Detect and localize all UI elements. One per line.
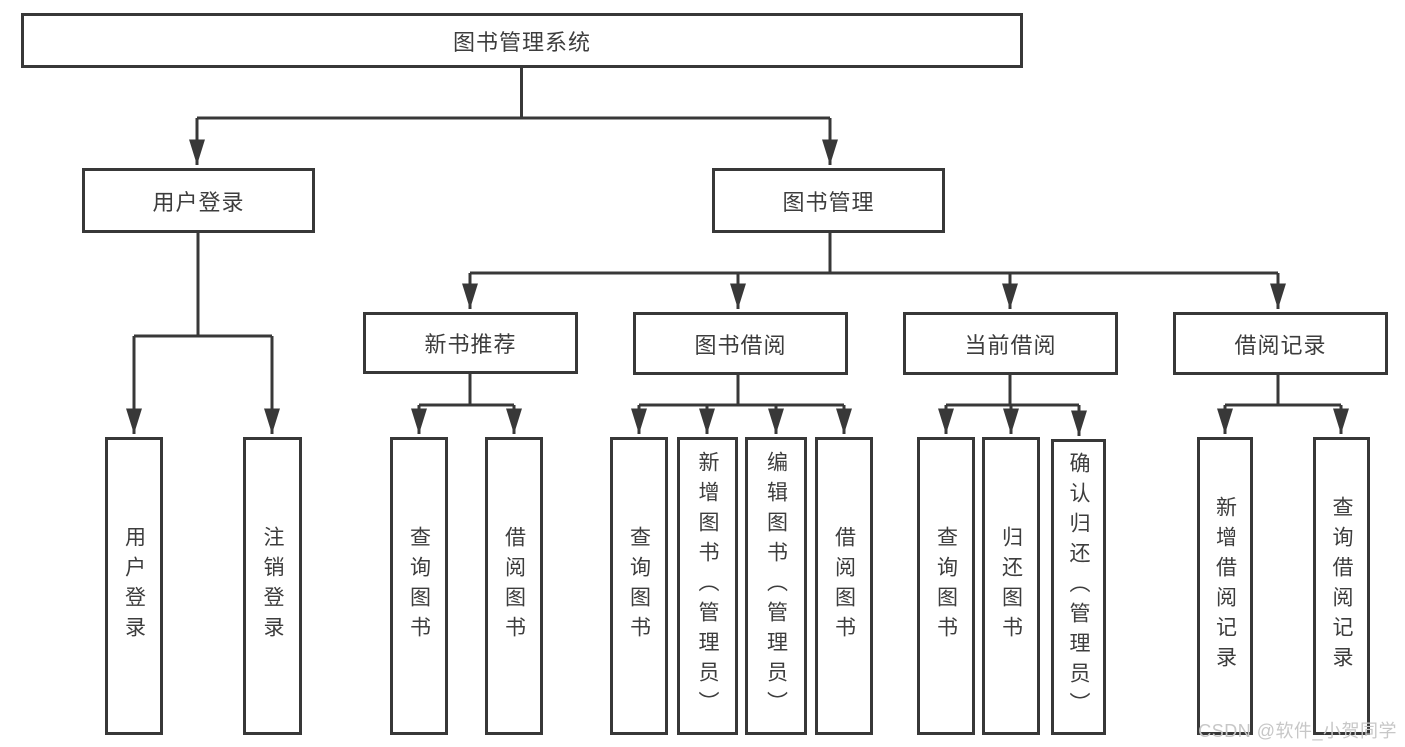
- node-label: 查询图书: [934, 526, 958, 646]
- leaf-user-login: 用户登录: [105, 437, 163, 735]
- leaf-query-books: 查询图书: [917, 437, 975, 735]
- node-book-borrow: 图书借阅: [633, 312, 848, 375]
- node-label: 新增图书（管理员）: [696, 451, 719, 721]
- node-book-management: 图书管理: [712, 168, 945, 233]
- node-label: 当前借阅: [964, 332, 1057, 358]
- node-label: 查询借阅记录: [1330, 496, 1353, 676]
- leaf-borrow-books: 借阅图书: [815, 437, 873, 735]
- node-borrow-records: 借阅记录: [1173, 312, 1388, 375]
- leaf-borrow-books: 借阅图书: [485, 437, 543, 735]
- leaf-confirm-return-admin: 确认归还（管理员）: [1051, 439, 1106, 735]
- node-label: 图书借阅: [694, 332, 787, 358]
- node-new-book-recommend: 新书推荐: [363, 312, 578, 374]
- node-label: 图书管理: [782, 189, 875, 215]
- node-user-login: 用户登录: [82, 168, 315, 233]
- leaf-edit-books-admin: 编辑图书（管理员）: [745, 437, 807, 735]
- node-label: 借阅图书: [832, 526, 856, 646]
- node-label: 借阅记录: [1234, 332, 1327, 358]
- node-label: 归还图书: [999, 526, 1023, 646]
- csdn-watermark: CSDN @软件_小贺同学: [1198, 721, 1397, 741]
- leaf-return-books: 归还图书: [982, 437, 1040, 735]
- node-library-management-system: 图书管理系统: [21, 13, 1023, 68]
- node-label: 借阅图书: [502, 526, 526, 646]
- leaf-add-borrow-record: 新增借阅记录: [1197, 437, 1253, 735]
- node-current-borrow: 当前借阅: [903, 312, 1118, 375]
- node-label: 图书管理系统: [452, 29, 591, 55]
- node-label: 用户登录: [122, 526, 146, 646]
- node-label: 查询图书: [627, 526, 651, 646]
- node-label: 编辑图书（管理员）: [764, 451, 788, 721]
- leaf-logout: 注销登录: [243, 437, 302, 735]
- leaf-query-books: 查询图书: [390, 437, 448, 735]
- leaf-add-books-admin: 新增图书（管理员）: [677, 437, 738, 735]
- node-label: 新增借阅记录: [1213, 496, 1237, 676]
- leaf-query-borrow-record: 查询借阅记录: [1313, 437, 1370, 735]
- node-label: 确认归还（管理员）: [1067, 452, 1090, 722]
- node-label: 新书推荐: [424, 332, 517, 357]
- node-label: 查询图书: [407, 526, 431, 646]
- node-label: 注销登录: [261, 526, 284, 646]
- node-label: 用户登录: [152, 189, 245, 215]
- leaf-query-books: 查询图书: [610, 437, 668, 735]
